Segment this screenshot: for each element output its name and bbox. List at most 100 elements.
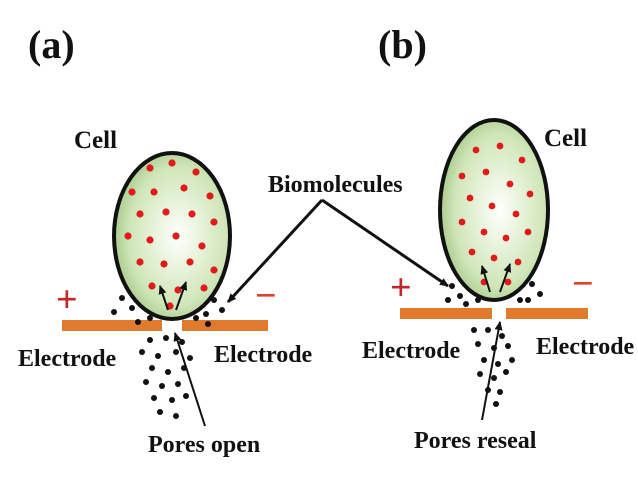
escaping-molecule-dot — [163, 335, 169, 341]
escaping-molecule-dot — [173, 413, 179, 419]
outside-molecule-dot — [493, 401, 499, 407]
biomolecule-dot — [210, 266, 218, 274]
panel-a-electrode-right-label: Electrode — [214, 342, 313, 368]
biomolecule-dot — [210, 218, 218, 226]
biomolecule-dot — [146, 236, 154, 244]
biomolecule-dot — [466, 194, 474, 202]
panel-b-electrode-right-bar — [506, 308, 588, 319]
biomolecule-dot — [136, 210, 144, 218]
panel-b-inner-arrow-right — [499, 263, 512, 293]
biomolecule-dot — [524, 228, 532, 236]
biomolecule-dot — [518, 156, 526, 164]
biomolecule-dot — [192, 168, 200, 176]
biomolecule-dot — [480, 228, 488, 236]
outside-molecule-dot — [491, 375, 497, 381]
panel-b-inner-arrow-left — [480, 265, 491, 293]
panel-b-cell-label: Cell — [544, 125, 587, 152]
escaping-molecule-dot — [179, 339, 185, 345]
panel-a-electrode-right-bar — [182, 320, 268, 331]
panel-b-pores-arrow — [481, 321, 503, 421]
panel-a-plus-sign: + — [56, 279, 78, 321]
panel-a-minus-sign: − — [255, 275, 277, 317]
escaping-molecule-dot — [143, 379, 149, 385]
panel-a-cell-label: Cell — [74, 127, 117, 154]
outside-molecule-dot — [457, 293, 463, 299]
biomolecule-dot — [458, 218, 466, 226]
outside-molecule-dot — [475, 297, 481, 303]
outside-molecule-dot — [477, 371, 483, 377]
escaping-molecule-dot — [183, 393, 189, 399]
biomolecule-dot — [150, 188, 158, 196]
escaping-molecule-dot — [139, 349, 145, 355]
outside-molecule-dot — [495, 361, 501, 367]
escaping-molecule-dot — [211, 297, 217, 303]
outside-molecule-dot — [529, 281, 535, 287]
outside-molecule-dot — [497, 389, 503, 395]
biomolecule-dot — [162, 208, 170, 216]
outside-molecule-dot — [505, 343, 511, 349]
biomolecule-dot — [488, 202, 496, 210]
biomolecule-dot — [482, 168, 490, 176]
panel-a: Cell + − Electrode Electrode Pores open — [18, 127, 313, 458]
biomolecule-dot — [490, 254, 498, 262]
escaping-molecule-dot — [193, 315, 199, 321]
panel-a-inner-arrow-right — [175, 281, 188, 311]
outside-molecule-dot — [485, 327, 491, 333]
outside-molecule-dot — [525, 297, 531, 303]
outside-molecule-dot — [509, 357, 515, 363]
biomolecule-dot — [148, 282, 156, 290]
panel-a-cell — [112, 151, 232, 321]
panel-a-label: (a) — [28, 22, 75, 67]
biomolecule-dot — [526, 190, 534, 198]
escaping-molecule-dot — [219, 307, 225, 313]
biomolecule-dot — [188, 210, 196, 218]
outside-molecule-dot — [475, 341, 481, 347]
outside-molecule-dot — [503, 369, 509, 375]
biomolecule-dot — [136, 258, 144, 266]
biomolecule-dot — [206, 192, 214, 200]
escaping-molecule-dot — [165, 369, 171, 375]
escaping-molecule-dot — [147, 337, 153, 343]
biomolecule-dot — [186, 258, 194, 266]
biomolecule-dot — [168, 159, 176, 167]
panel-b-pores-label: Pores reseal — [414, 428, 537, 454]
biomolecule-dot — [468, 248, 476, 256]
panel-b-electrode-left-bar — [400, 308, 492, 319]
panel-b-electrode-right-label: Electrode — [536, 334, 635, 360]
biomolecule-dot — [496, 142, 504, 150]
panel-b-cell — [438, 118, 550, 302]
biomolecule-dot — [514, 258, 522, 266]
escaping-molecule-dot — [203, 311, 209, 317]
biomolecule-dot — [472, 146, 480, 154]
biomolecule-dot — [504, 278, 512, 286]
outside-molecule-dot — [481, 357, 487, 363]
escaping-molecule-dot — [119, 295, 125, 301]
outside-molecule-dot — [471, 327, 477, 333]
panel-b-biomolecules — [458, 142, 534, 286]
escaping-molecule-dot — [135, 319, 141, 325]
biomolecule-dot — [458, 172, 466, 180]
biomolecule-dot — [512, 210, 520, 218]
escaping-molecule-dot — [147, 315, 153, 321]
escaping-molecule-dot — [157, 409, 163, 415]
biomolecule-dot — [128, 188, 136, 196]
escaping-molecule-dot — [129, 305, 135, 311]
escaping-molecule-dot — [159, 383, 165, 389]
outside-molecule-dot — [449, 283, 455, 289]
biomolecule-dot — [180, 184, 188, 192]
biomolecule-dot — [198, 242, 206, 250]
biomolecules-label: Biomolecules — [268, 172, 403, 198]
escaping-molecule-dot — [155, 353, 161, 359]
escaping-molecule-dot — [111, 309, 117, 315]
panel-b-minus-sign: − — [572, 263, 594, 305]
biomolecule-dot — [174, 286, 182, 294]
escaping-molecule-dot — [169, 397, 175, 403]
panel-b: Cell + − Electrode Electrode Pores resea… — [362, 118, 635, 454]
outside-molecule-dot — [445, 297, 451, 303]
panel-b-outside-molecules — [445, 281, 543, 407]
biomolecule-dot — [506, 180, 514, 188]
panel-a-inner-arrow-left — [158, 285, 169, 311]
outside-molecule-dot — [499, 333, 505, 339]
